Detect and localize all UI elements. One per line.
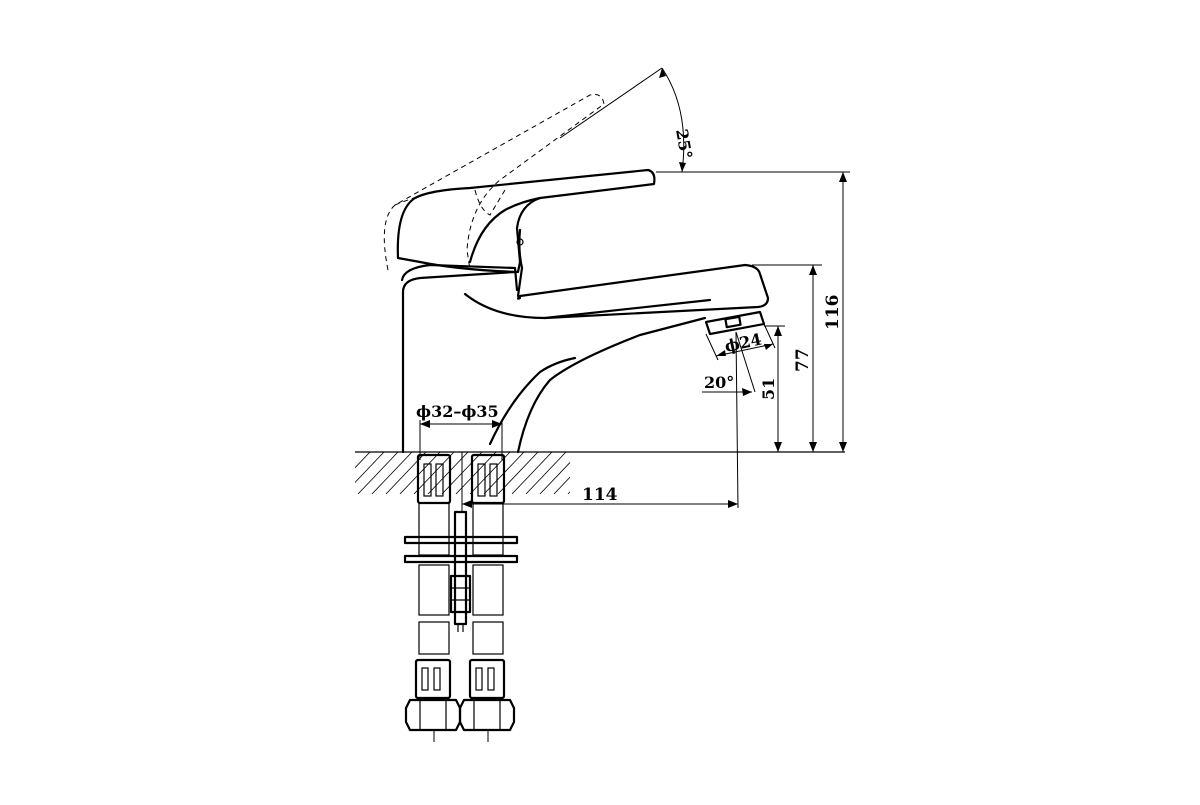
hatch-line xyxy=(355,452,385,484)
lever-handle xyxy=(396,168,656,298)
mount-hole-dimension: ϕ32–ϕ35 xyxy=(416,402,503,460)
hatch-line xyxy=(511,452,553,494)
hatch-line xyxy=(371,452,413,494)
countertop-hatching xyxy=(355,452,570,494)
outlet-angle-label: 20° xyxy=(704,373,734,392)
supply-hoses xyxy=(403,453,519,742)
hatch-line xyxy=(525,452,567,494)
spout xyxy=(516,263,770,336)
mounting-plate xyxy=(403,535,519,564)
pivot-screw xyxy=(516,238,524,246)
height-outlet-label: 51 xyxy=(759,378,778,400)
faucet-body xyxy=(400,263,712,454)
hatch-line xyxy=(357,452,399,494)
height-outlet-dimension: 51 xyxy=(759,325,785,452)
supply-hose-left xyxy=(404,453,462,742)
mount-hole-label: ϕ32–ϕ35 xyxy=(416,402,499,421)
lever-angle-label: 25° xyxy=(672,127,696,160)
hatch-line xyxy=(553,476,570,494)
supply-hose-right xyxy=(458,453,516,742)
reach-label: 114 xyxy=(582,485,618,505)
hatch-line xyxy=(539,461,570,494)
height-spout-label: 77 xyxy=(793,348,813,372)
hatch-line xyxy=(399,452,441,494)
height-total-label: 116 xyxy=(823,295,843,331)
lever-angle-dimension: 25° xyxy=(559,67,696,173)
height-spout-dimension: 77 xyxy=(752,264,822,452)
hatch-line xyxy=(413,452,455,494)
hatch-line xyxy=(427,452,469,494)
outlet-angle-dimension: 20° xyxy=(702,331,756,509)
reach-dimension: 114 xyxy=(461,452,738,512)
outlet-diameter-label: ϕ24 xyxy=(723,330,763,356)
lever-raised-position xyxy=(383,93,605,271)
hatch-line xyxy=(355,452,371,469)
countertop xyxy=(355,451,845,494)
hatch-line xyxy=(455,452,497,494)
height-total-dimension: 116 xyxy=(656,171,850,452)
mounting-stud xyxy=(449,510,472,632)
hatch-line xyxy=(385,452,427,494)
